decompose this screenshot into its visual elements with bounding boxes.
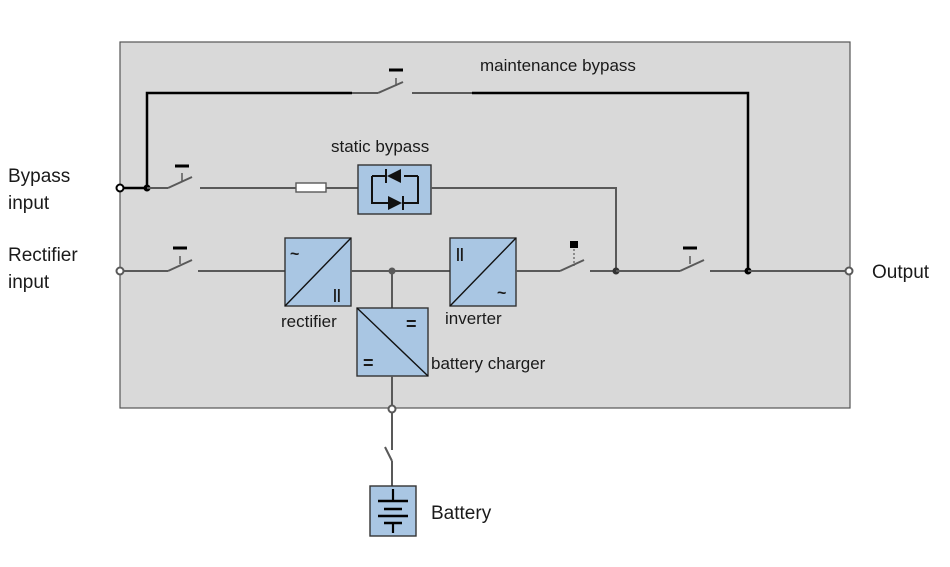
maintenance-bypass-switch[interactable]	[352, 68, 472, 94]
battery-charger-label: battery charger	[431, 354, 546, 373]
bypass-input-terminal[interactable]	[115, 183, 125, 193]
rectifier-input-switch[interactable]	[124, 246, 285, 272]
ups-enclosure	[119, 41, 851, 409]
rectifier-dc-symbol: ||	[333, 286, 341, 302]
inverter-ac-symbol: ~	[497, 285, 506, 302]
charger-dc-out-symbol: =	[363, 353, 374, 373]
bypass-input-label-line1: Bypass	[8, 166, 70, 187]
bypass-input-label-line2: input	[8, 193, 50, 214]
maintenance-bypass-label: maintenance bypass	[480, 56, 636, 75]
battery-charger-block: = =	[356, 307, 429, 377]
static-bypass-block	[357, 164, 432, 215]
maintenance-bypass-line	[145, 91, 750, 271]
rectifier-input-label-line1: Rectifier	[8, 245, 78, 266]
inverter-dc-symbol: ||	[456, 245, 464, 261]
battery-terminal[interactable]	[387, 404, 397, 414]
rectifier-input-label-line2: input	[8, 272, 50, 293]
battery-block	[369, 485, 417, 537]
rectifier-block: ~ ||	[284, 237, 352, 307]
inverter-output-switch[interactable]	[516, 241, 616, 272]
output-label: Output	[872, 262, 930, 283]
output-switch[interactable]	[616, 246, 748, 272]
battery-switch[interactable]	[384, 413, 393, 486]
battery-label: Battery	[431, 503, 492, 524]
static-bypass-label: static bypass	[331, 137, 429, 156]
output-terminal[interactable]	[844, 266, 854, 276]
rectifier-ac-symbol: ~	[290, 246, 299, 263]
rectifier-input-terminal[interactable]	[115, 266, 125, 276]
bypass-fuse	[295, 182, 327, 193]
inverter-label: inverter	[445, 309, 502, 328]
bypass-input-switch[interactable]	[147, 164, 296, 189]
charger-dc-in-symbol: =	[406, 314, 417, 334]
inverter-block: || ~	[449, 237, 517, 307]
rectifier-label: rectifier	[281, 312, 337, 331]
